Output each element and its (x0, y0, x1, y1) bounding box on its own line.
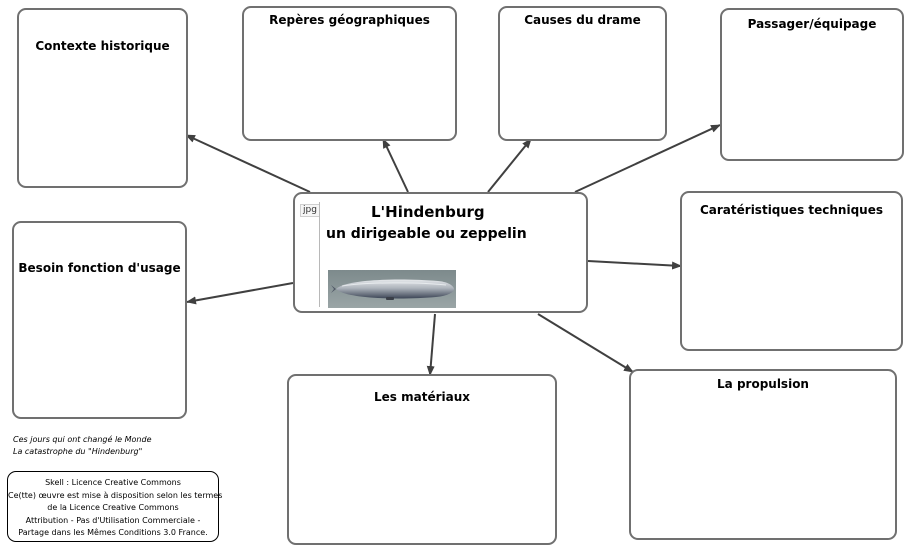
credit-line-2: La catastrophe du "Hindenburg" (13, 447, 143, 456)
box-title: Les matériaux (374, 390, 470, 404)
central-title-line1: L'Hindenburg (371, 203, 485, 221)
zeppelin-image (328, 270, 456, 308)
licence-line: Ce(tte) œuvre est mise à disposition sel… (8, 490, 223, 500)
box-title: Contexte historique (35, 39, 170, 53)
arrow-to-contexte (185, 134, 311, 193)
box-title: Caratéristiques techniques (699, 203, 883, 217)
licence-line: Skell : Licence Creative Commons (45, 478, 181, 487)
attachment-file-tag[interactable]: jpg (300, 204, 320, 217)
box-passager-equipage[interactable]: Passager/équipage (720, 8, 904, 161)
licence-line: Partage dans les Mêmes Conditions 3.0 Fr… (18, 528, 208, 537)
arrow-to-caracteristiques (587, 260, 682, 270)
arrow-to-passager (574, 124, 721, 193)
box-title: Causes du drame (524, 13, 641, 27)
arrow-to-propulsion (537, 313, 634, 373)
licence-line: Attribution - Pas d'Utilisation Commerci… (25, 515, 201, 525)
licence-line: de la Licence Creative Commons (47, 503, 179, 512)
box-reperes-geographiques[interactable]: Repères géographiques (242, 6, 457, 141)
arrow-to-besoin (186, 282, 294, 305)
box-propulsion[interactable]: La propulsion (629, 369, 897, 540)
box-title: Passager/équipage (747, 17, 877, 31)
central-title-line2: un dirigeable ou zeppelin (326, 226, 527, 242)
arrow-to-reperes (382, 138, 409, 193)
box-contexte-historique[interactable]: Contexte historique (17, 8, 188, 188)
arrow-to-materiaux (426, 313, 436, 376)
credit-line-1: Ces jours qui ont changé le Monde (13, 435, 152, 444)
box-materiaux[interactable]: Les matériaux (287, 374, 557, 545)
arrow-to-causes (487, 138, 532, 193)
box-title: La propulsion (717, 377, 809, 391)
box-causes-du-drame[interactable]: Causes du drame (498, 6, 667, 141)
box-besoin-fonction-usage[interactable]: Besoin fonction d'usage (12, 221, 187, 419)
box-caracteristiques-techniques[interactable]: Caratéristiques techniques (680, 191, 903, 351)
central-topic[interactable]: jpg L'Hindenburg un dirigeable ou zeppel… (293, 192, 588, 313)
licence-box: Skell : Licence Creative Commons Ce(tte)… (7, 471, 223, 542)
box-title: Besoin fonction d'usage (18, 261, 181, 275)
attachment-divider (319, 202, 320, 307)
box-title: Repères géographiques (269, 13, 430, 27)
